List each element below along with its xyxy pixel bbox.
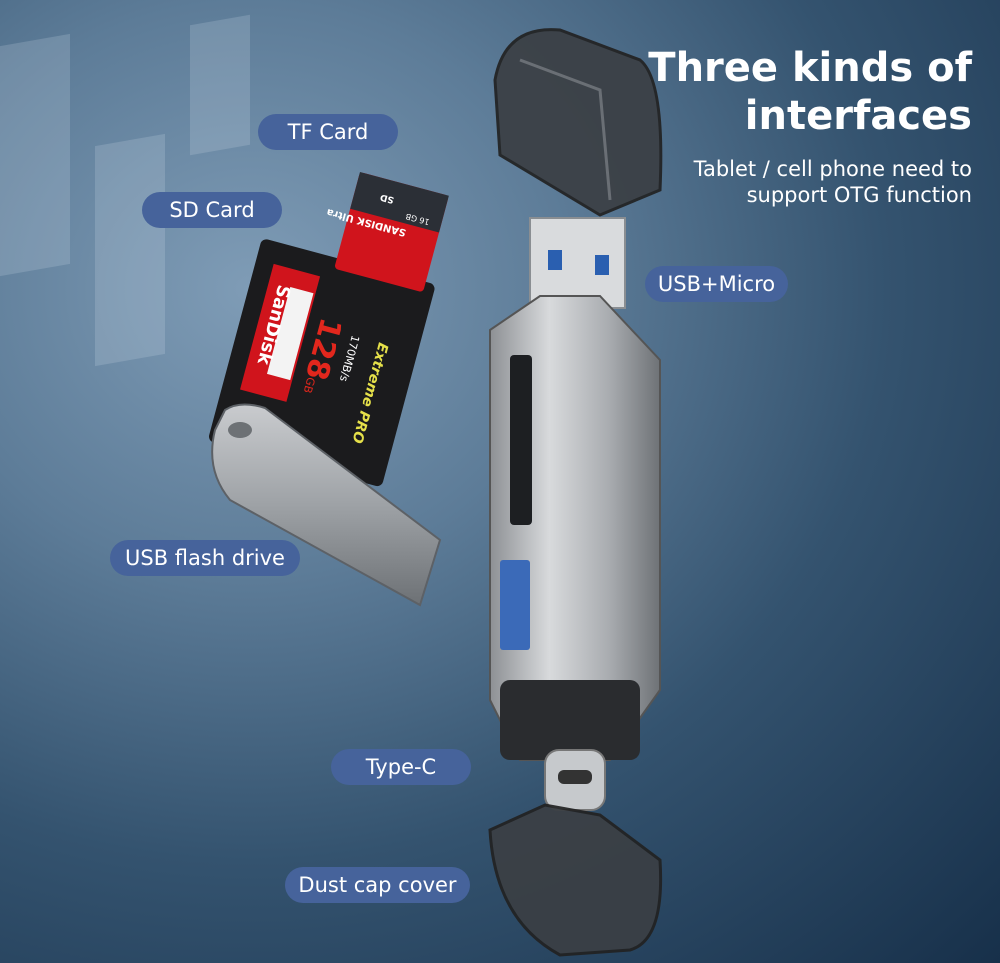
headline-title-line1: Three kinds of: [648, 45, 972, 91]
label-tf-card: TF Card: [258, 114, 398, 150]
label-sd-card: SD Card: [142, 192, 282, 228]
label-dust-cap-cover: Dust cap cover: [285, 867, 470, 903]
label-usb-flash-drive: USB flash drive: [110, 540, 300, 576]
usb-a-connector: [529, 217, 626, 309]
usb-flash-drive: [211, 403, 442, 607]
label-usb-micro: USB+Micro: [645, 266, 788, 302]
sd-unit: GB: [301, 376, 318, 395]
headline-subtitle-line2: support OTG function: [746, 183, 972, 207]
bottom-dust-cap: [488, 803, 663, 957]
top-dust-cap: [493, 28, 663, 217]
headline-title-line2: interfaces: [744, 93, 972, 139]
label-type-c: Type-C: [331, 749, 471, 785]
tf-type: SD: [379, 191, 395, 204]
headline-subtitle-line1: Tablet / cell phone need to: [693, 157, 972, 181]
tf-card: SANDISK Ultra 16 GB SD: [326, 172, 449, 292]
headline-subtitle: Tablet / cell phone need to support OTG …: [694, 156, 972, 208]
card-reader-body: [489, 295, 661, 761]
headline-title: Three kinds of interfaces: [648, 44, 972, 140]
type-c-connector: [544, 749, 606, 811]
